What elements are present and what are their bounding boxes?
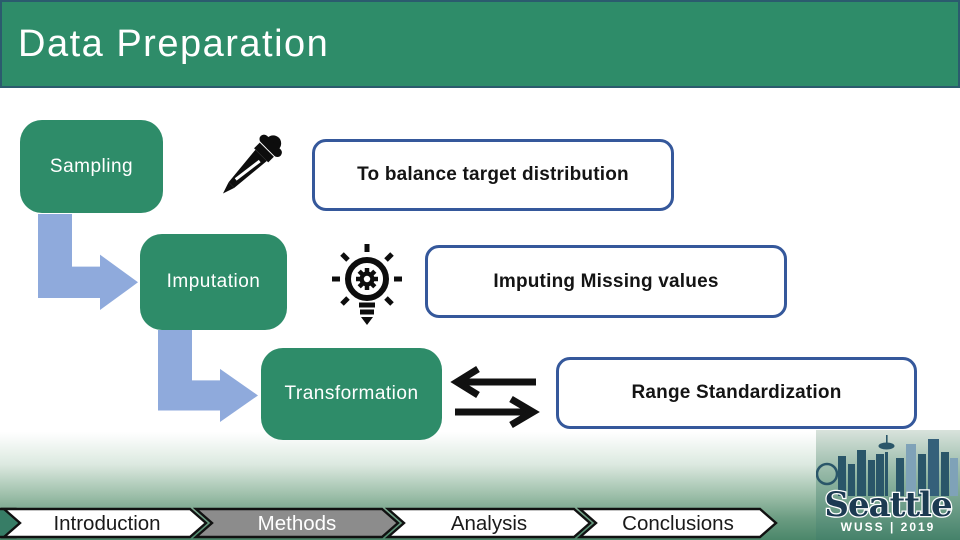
note-box-transformation: Range Standardization xyxy=(556,357,917,429)
note-text-sampling: To balance target distribution xyxy=(357,164,629,185)
nav-label-analysis[interactable]: Analysis xyxy=(451,512,527,535)
note-box-imputation: Imputing Missing values xyxy=(425,245,787,318)
step-label-sampling: Sampling xyxy=(49,155,134,177)
step-box-sampling: Sampling xyxy=(20,120,163,213)
title-bar: Data Preparation xyxy=(0,0,960,88)
elbow-arrow-2 xyxy=(158,330,258,422)
elbow-arrow-1 xyxy=(38,214,138,310)
note-box-sampling: To balance target distribution xyxy=(312,139,674,211)
page-title: Data Preparation xyxy=(18,22,330,65)
nav-label-conclusions[interactable]: Conclusions xyxy=(622,512,734,535)
logo-city-text: Seattle xyxy=(824,485,952,525)
eyedropper-icon xyxy=(222,134,282,194)
seattle-skyline-icon: Seattle WUSS | 2019 xyxy=(815,435,958,534)
wuss-seattle-logo: Seattle WUSS | 2019 xyxy=(815,430,960,540)
note-text-imputation: Imputing Missing values xyxy=(493,270,719,292)
step-box-imputation: Imputation xyxy=(140,234,287,330)
nav-item-introduction[interactable] xyxy=(0,507,208,539)
nav-item-methods-active[interactable] xyxy=(192,507,400,539)
swap-arrows-icon xyxy=(450,366,540,428)
step-box-transformation: Transformation xyxy=(261,348,442,440)
note-text-transformation: Range Standardization xyxy=(631,382,842,403)
nav-item-analysis[interactable] xyxy=(384,507,592,539)
nav-item-conclusions[interactable] xyxy=(576,507,778,539)
lightbulb-gear-icon xyxy=(332,244,402,325)
section-nav: Introduction Methods Analysis Conclusion… xyxy=(0,507,778,539)
step-label-transformation: Transformation xyxy=(284,383,419,404)
logo-tagline-text: WUSS | 2019 xyxy=(841,520,936,534)
nav-label-introduction[interactable]: Introduction xyxy=(53,512,160,535)
nav-label-methods[interactable]: Methods xyxy=(258,512,337,535)
step-label-imputation: Imputation xyxy=(166,271,261,292)
